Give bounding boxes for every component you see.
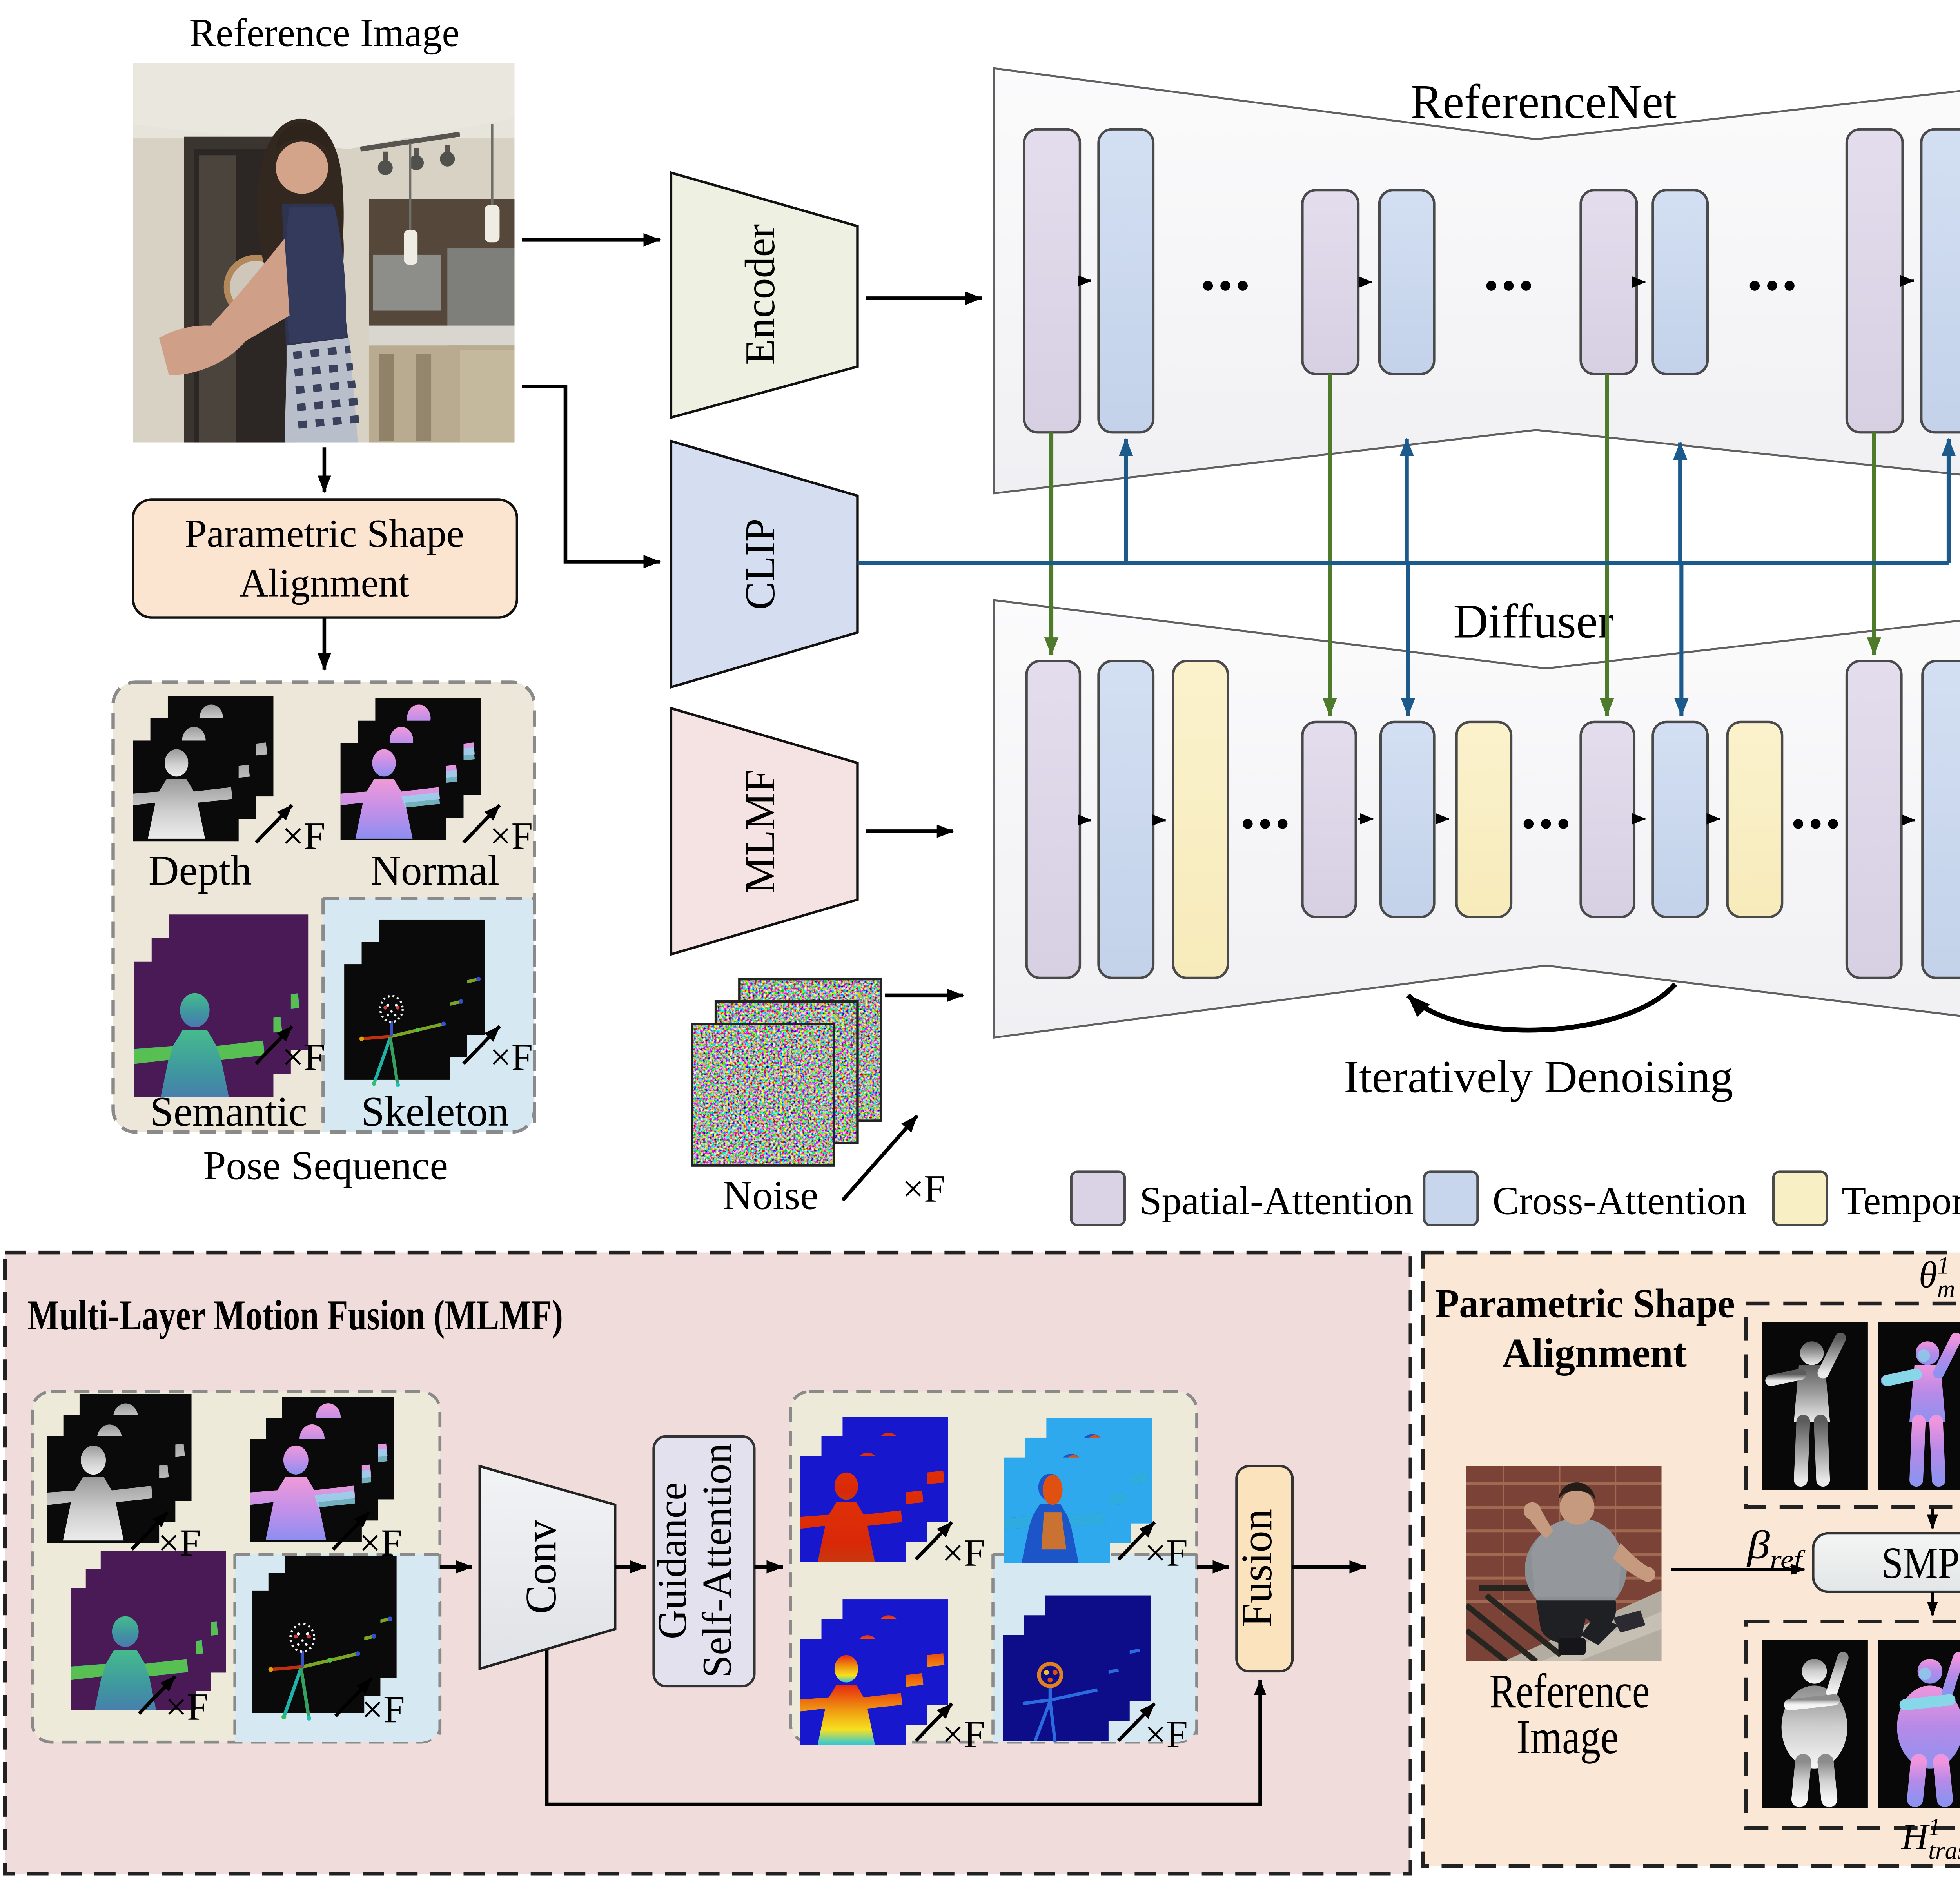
svg-text:Iteratively Denoising: Iteratively Denoising [1344, 1052, 1733, 1103]
svg-text:Skeleton: Skeleton [361, 1088, 509, 1135]
svg-text:ReferenceNet: ReferenceNet [1410, 75, 1677, 129]
svg-text:Encoder: Encoder [737, 224, 784, 365]
svg-text:Diffuser: Diffuser [1453, 594, 1614, 648]
svg-text:Pose Sequence: Pose Sequence [203, 1143, 448, 1188]
svg-text:Multi-Layer Motion Fusion (MLM: Multi-Layer Motion Fusion (MLMF) [27, 1291, 563, 1339]
svg-text:θ1m: θ1m [1919, 1251, 1955, 1302]
svg-text:Normal: Normal [370, 847, 499, 894]
svg-text:Image: Image [1517, 1710, 1619, 1764]
svg-text:MLMF: MLMF [737, 769, 784, 893]
svg-text:Guidance: Guidance [650, 1482, 695, 1639]
svg-text:Temporal-Attention: Temporal-Attention [1842, 1179, 1960, 1222]
svg-text:Reference: Reference [1490, 1664, 1650, 1718]
svg-text:Fusion: Fusion [1232, 1509, 1281, 1627]
svg-text:Self-Attention: Self-Attention [694, 1444, 740, 1678]
svg-text:CLIP: CLIP [737, 519, 784, 610]
svg-text:SMPL: SMPL [1882, 1538, 1960, 1588]
svg-text:Semantic: Semantic [150, 1088, 307, 1135]
svg-text:×F: ×F [902, 1168, 946, 1210]
svg-text:Reference Image: Reference Image [189, 11, 460, 54]
svg-text:Noise: Noise [723, 1173, 818, 1218]
svg-text:Alignment: Alignment [1502, 1330, 1687, 1376]
svg-text:Alignment: Alignment [239, 561, 409, 605]
svg-text:Cross-Attention: Cross-Attention [1492, 1179, 1746, 1222]
svg-text:Spatial-Attention: Spatial-Attention [1140, 1179, 1414, 1222]
svg-text:Parametric Shape: Parametric Shape [185, 511, 464, 555]
svg-text:Conv: Conv [517, 1520, 565, 1614]
svg-text:Depth: Depth [149, 847, 252, 894]
svg-text:Parametric Shape: Parametric Shape [1436, 1280, 1735, 1326]
